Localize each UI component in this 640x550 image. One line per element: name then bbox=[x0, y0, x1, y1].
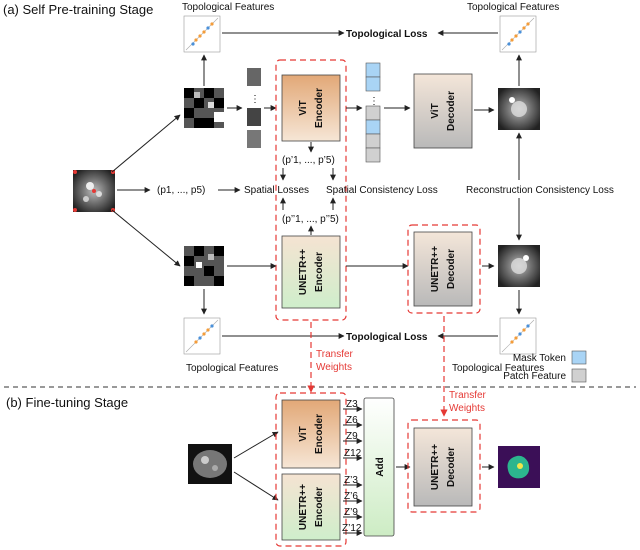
label-topo-features-bottom-left: Topological Features bbox=[186, 363, 278, 374]
label-topo-features-top-left: Topological Features bbox=[182, 2, 274, 13]
vit-decoder-top: ViT Decoder bbox=[413, 73, 473, 149]
section-title-finetune: (b) Fine-tuning Stage bbox=[6, 395, 128, 410]
unetr-encoder-pretrain-label-2: Encoder bbox=[314, 252, 325, 292]
decoder-group-frame-finetune bbox=[407, 419, 481, 513]
vit-encoder-finetune: ViT Encoder bbox=[281, 399, 341, 469]
add-block-label: Add bbox=[375, 457, 386, 476]
unetr-encoder-pretrain: UNETR++ Encoder bbox=[281, 235, 341, 309]
masked-image-bottom bbox=[184, 246, 224, 286]
arrow-input-to-masked-bottom bbox=[111, 209, 181, 267]
unetr-encoder-finetune-label: UNETR++ bbox=[298, 484, 309, 530]
add-block: Add bbox=[363, 397, 395, 537]
label-transfer-encoder: Transfer bbox=[316, 349, 354, 360]
label-p-double-prime: (p’’1, ..., p’’5) bbox=[282, 214, 339, 225]
skip-label-zp3: Z’3 bbox=[344, 475, 358, 486]
vit-encoder-top-label: ViT bbox=[298, 100, 309, 115]
label-p-prime: (p’1, ..., p’5) bbox=[282, 155, 335, 166]
legend-patch-feature-swatch bbox=[571, 368, 587, 383]
label-spatial-losses: Spatial Losses bbox=[244, 185, 309, 196]
topo-plot-bottom-left bbox=[183, 317, 221, 355]
unetr-decoder-pretrain: UNETR++ Decoder bbox=[413, 231, 473, 307]
legend-patch-feature-label: Patch Feature bbox=[503, 371, 566, 382]
unetr-decoder-finetune: UNETR++ Decoder bbox=[413, 427, 473, 507]
arrow-input-to-masked-top bbox=[111, 114, 181, 173]
vit-decoder-top-label-2: Decoder bbox=[446, 91, 457, 131]
unetr-encoder-pretrain-label: UNETR++ bbox=[298, 249, 309, 295]
token-stack: ⋮ bbox=[365, 62, 381, 163]
encoder-group-frame-top bbox=[275, 59, 347, 321]
masked-image-top bbox=[184, 88, 224, 128]
arrow-ft-input-to-unetr bbox=[233, 471, 279, 501]
label-topo-features-top-right: Topological Features bbox=[467, 2, 559, 13]
legend: Mask Token Patch Feature bbox=[503, 350, 587, 383]
skip-label-zp9: Z’9 bbox=[344, 507, 358, 518]
encoder-group-frame-finetune bbox=[275, 392, 347, 547]
svg-text:⋮: ⋮ bbox=[369, 96, 379, 107]
vit-encoder-finetune-label-2: Encoder bbox=[314, 414, 325, 454]
label-topo-features-bottom-right: Topological Features bbox=[452, 363, 544, 374]
skip-label-zp6: Z’6 bbox=[344, 491, 358, 502]
finetune-input-image bbox=[188, 444, 232, 484]
unetr-encoder-finetune-label-2: Encoder bbox=[314, 487, 325, 527]
label-positions: (p1, ..., p5) bbox=[157, 185, 205, 196]
unetr-decoder-pretrain-label: UNETR++ bbox=[430, 246, 441, 292]
legend-mask-token-label: Mask Token bbox=[513, 353, 566, 364]
input-ct-image bbox=[73, 170, 115, 212]
unetr-encoder-finetune: UNETR++ Encoder bbox=[281, 473, 341, 541]
arrow-ft-input-to-vit bbox=[233, 431, 279, 459]
unetr-decoder-pretrain-label-2: Decoder bbox=[446, 249, 457, 289]
label-topo-loss-bottom: Topological Loss bbox=[346, 332, 428, 343]
skip-label-zp12: Z’12 bbox=[342, 523, 362, 534]
vit-decoder-top-label: ViT bbox=[430, 103, 441, 118]
skip-label-z12: Z12 bbox=[344, 448, 362, 459]
reconstruction-top bbox=[498, 88, 540, 130]
svg-text:⋮: ⋮ bbox=[250, 94, 260, 105]
unetr-decoder-finetune-label-2: Decoder bbox=[446, 447, 457, 487]
label-spatial-consistency-loss: Spatial Consistency Loss bbox=[326, 185, 438, 196]
skip-label-z3: Z3 bbox=[346, 399, 358, 410]
vit-encoder-finetune-label: ViT bbox=[298, 426, 309, 441]
reconstruction-bottom bbox=[498, 245, 540, 287]
topo-plot-top-right bbox=[499, 15, 537, 53]
skip-label-z6: Z6 bbox=[346, 415, 358, 426]
patch-column: ⋮ bbox=[247, 68, 261, 148]
label-topo-loss-top: Topological Loss bbox=[346, 29, 428, 40]
section-title-pretrain: (a) Self Pre-training Stage bbox=[3, 2, 153, 17]
vit-encoder-top: ViT Encoder bbox=[281, 74, 341, 142]
topo-plot-top-left bbox=[183, 15, 221, 53]
legend-mask-token-swatch bbox=[571, 350, 587, 365]
label-transfer-decoder: Transfer bbox=[449, 390, 487, 401]
skip-label-z9: Z9 bbox=[346, 431, 358, 442]
segmentation-output bbox=[498, 446, 540, 488]
label-weights-decoder: Weights bbox=[449, 403, 485, 414]
decoder-group-frame-pretrain bbox=[407, 224, 481, 314]
topo-plot-bottom-right bbox=[499, 317, 537, 355]
unetr-decoder-finetune-label: UNETR++ bbox=[430, 444, 441, 490]
label-reconstruction-consistency-loss: Reconstruction Consistency Loss bbox=[466, 185, 614, 196]
label-weights-encoder: Weights bbox=[316, 362, 352, 373]
vit-encoder-top-label-2: Encoder bbox=[314, 88, 325, 128]
